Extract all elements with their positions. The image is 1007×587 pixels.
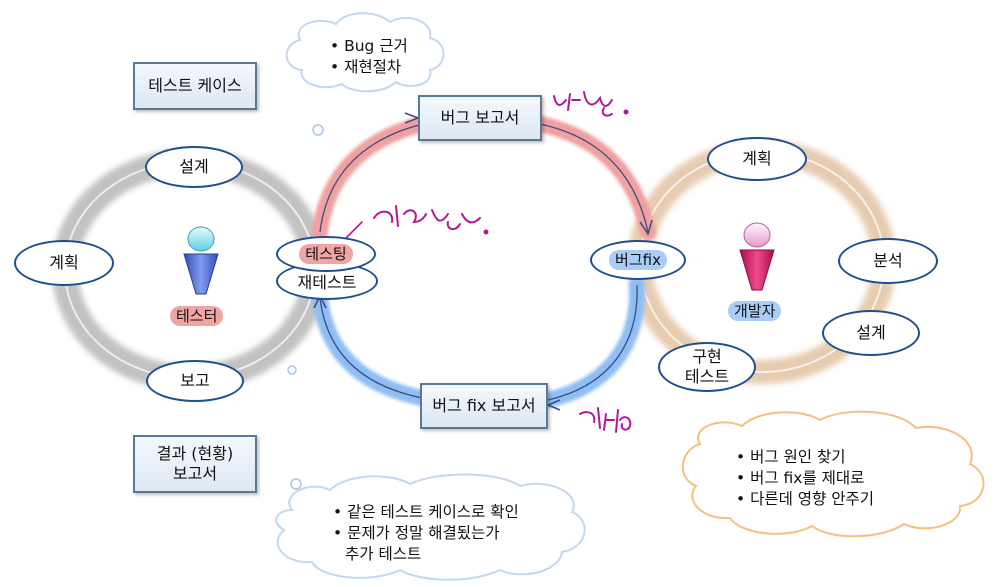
bug-fix-label: 버그fix: [609, 250, 667, 270]
bottom-cloud-note-continued: 추가 테스트: [345, 545, 422, 563]
bug-report-box: 버그 보고서: [418, 95, 542, 141]
developer-impl-test-node: 구현 테스트: [658, 342, 756, 392]
bubble-dot: [287, 365, 297, 375]
developer-analysis-node: 분석: [838, 238, 938, 284]
handwritten-note-top: [553, 91, 629, 117]
bug-fix-report-box: 버그 fix 보고서: [420, 383, 548, 429]
tester-report-node: 보고: [146, 360, 244, 402]
right-cloud-notes: 버그 원인 찾기 버그 fix를 제대로 다른데 영향 안주기: [736, 447, 874, 510]
result-report-box: 결과 (현황) 보고서: [133, 435, 257, 493]
developer-person-icon: [739, 222, 775, 291]
handwritten-note-middle: [339, 205, 489, 245]
bottom-cloud-note: 문제가 정말 해결됬는가: [333, 523, 519, 544]
right-cloud-note: 버그 fix를 제대로: [736, 468, 874, 489]
tester-role-label: 테스터: [170, 306, 224, 326]
right-cloud-note: 다른데 영향 안주기: [736, 489, 874, 510]
right-cloud-note: 버그 원인 찾기: [736, 447, 874, 468]
testing-node: 테스팅: [276, 236, 376, 272]
top-cloud-notes: Bug 근거 재현절차: [330, 36, 408, 78]
tester-person-icon: [183, 226, 219, 295]
test-case-box: 테스트 케이스: [133, 62, 257, 110]
developer-design-node: 설계: [822, 310, 920, 356]
top-cloud-note: 재현절차: [330, 57, 408, 78]
testing-label: 테스팅: [299, 244, 353, 264]
tester-design-node: 설계: [145, 146, 243, 188]
developer-plan-node: 계획: [707, 137, 807, 181]
developer-role-label: 개발자: [728, 301, 782, 321]
bug-fix-node: 버그fix: [590, 240, 686, 280]
tester-plan-node: 계획: [14, 240, 114, 286]
top-cloud-note: Bug 근거: [330, 36, 408, 57]
bottom-cloud-notes: 같은 테스트 케이스로 확인 문제가 정말 해결됬는가: [333, 502, 519, 544]
bubble-dot: [290, 478, 302, 490]
bubble-dot: [312, 124, 324, 136]
handwritten-note-bottom: [579, 407, 632, 433]
bottom-cloud-note: 같은 테스트 케이스로 확인: [333, 502, 519, 523]
